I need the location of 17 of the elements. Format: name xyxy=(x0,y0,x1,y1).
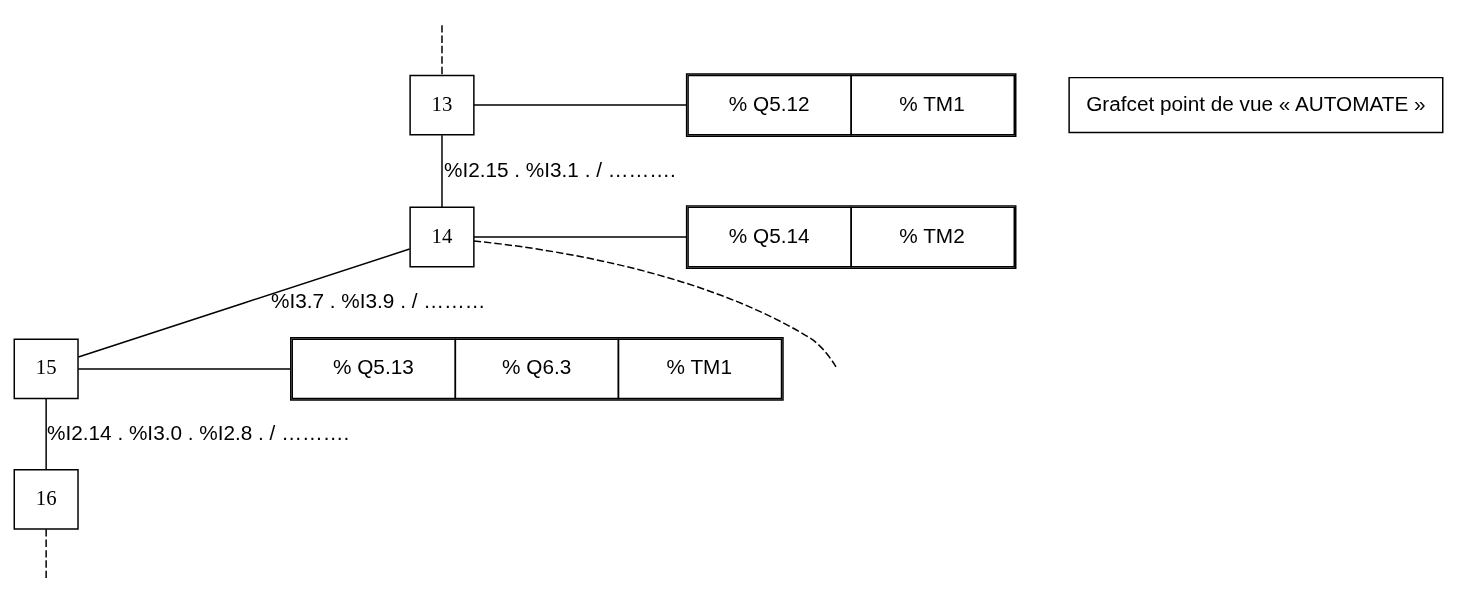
connector xyxy=(77,367,292,370)
connector xyxy=(441,133,443,208)
connector xyxy=(45,397,47,470)
connector xyxy=(77,247,411,358)
node-box: 15 xyxy=(13,338,79,399)
node-box: 14 xyxy=(409,206,475,267)
connector xyxy=(473,103,687,106)
node-box: 13 xyxy=(409,74,475,135)
connector xyxy=(473,235,687,238)
node-box: 16 xyxy=(13,468,79,530)
connector xyxy=(441,24,443,76)
edge-label: %I3.7 . %I3.9 . / ……… xyxy=(270,288,486,312)
connector xyxy=(473,239,837,368)
connector xyxy=(45,527,47,579)
edge-label: %I2.15 . %I3.1 . / ………. xyxy=(443,157,676,181)
node-box: Grafcet point de vue « AUTOMATE » xyxy=(1068,76,1444,133)
edge-label: %I2.14 . %I3.0 . %I2.8 . / ………. xyxy=(47,420,350,444)
